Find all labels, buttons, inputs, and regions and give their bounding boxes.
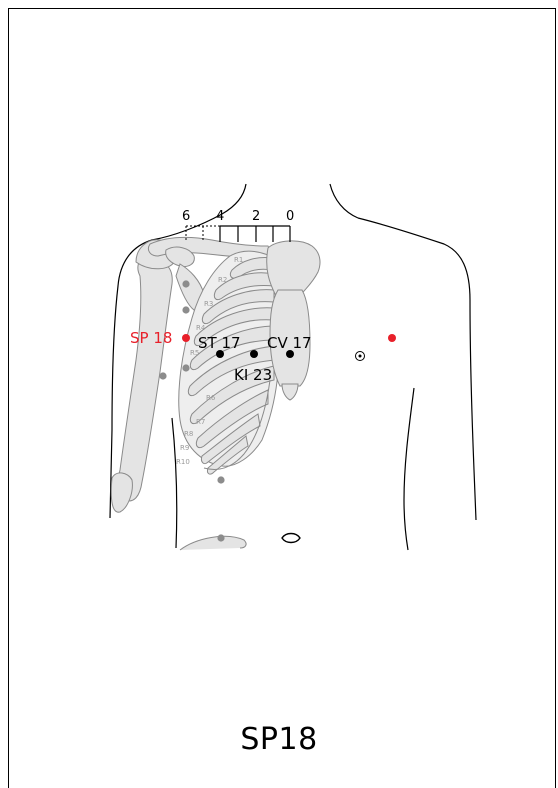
grey-point [217,476,224,483]
grey-point [217,534,224,541]
left-torso-line [172,418,177,548]
right-shoulder-line [358,218,476,520]
st17-label: ST 17 [198,334,241,352]
rib-label-7: R7 [196,418,205,426]
grey-point [182,364,189,371]
scale-label-2: 2 [252,209,260,224]
scale-label-0: 0 [286,209,294,224]
sp18-point-right [388,334,396,342]
navel [282,534,300,543]
neck-right-line [330,184,358,218]
ki23-label: KI 23 [234,366,272,384]
rib-label-6: R6 [206,394,216,402]
sp18-point-left [182,334,190,342]
right-torso-line [404,388,414,550]
manubrium [267,241,320,296]
rib-label-1: R1 [234,256,243,264]
scale-label-4: 4 [216,209,224,224]
sp18-label: SP 18 [130,329,172,347]
cv17-label: CV 17 [267,334,312,352]
grey-point [159,372,166,379]
neck-left-line [222,184,246,214]
grey-point [182,280,189,287]
page-title: SP18 [0,722,558,757]
rib-label-3: R3 [204,300,213,308]
rib-label-9: R9 [180,444,189,452]
humerus-shaft [117,260,172,501]
ki23-point [250,350,258,358]
elbow-joint [111,473,132,512]
nipple-inner [359,355,362,358]
xiphoid-process [282,384,298,400]
rib-label-8: R8 [184,430,193,438]
scale-label-6: 6 [182,209,190,224]
rib-label-10: R10 [176,458,190,466]
lower-rib-curve [180,536,246,550]
rib-label-2: R2 [218,276,227,284]
grey-point [182,306,189,313]
cun-scale: 6 4 2 0 [182,209,294,242]
rib-label-4: R4 [196,324,206,332]
